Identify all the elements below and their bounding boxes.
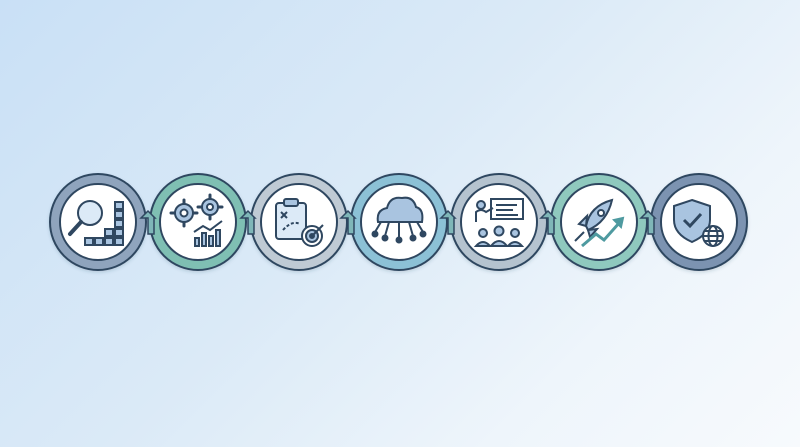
- connector-arrow-5: [539, 209, 557, 235]
- connector-arrow-4: [439, 209, 457, 235]
- connector-arrow-3: [339, 209, 357, 235]
- magnifier-data-icon: [68, 200, 124, 246]
- step-4: [350, 173, 448, 271]
- step-3: [250, 173, 348, 271]
- security-globe-icon: [673, 198, 724, 247]
- step-6: [550, 173, 648, 271]
- gears-analytics-icon: [169, 193, 224, 247]
- connector-arrow-1: [139, 209, 157, 235]
- presentation-team-icon: [473, 198, 525, 247]
- connector-arrow-6: [639, 209, 657, 235]
- connectors: [139, 209, 657, 235]
- step-5: [450, 173, 548, 271]
- connector-arrow-2: [239, 209, 257, 235]
- strategy-target-icon: [275, 198, 324, 247]
- rocket-growth-icon: [574, 198, 625, 248]
- step-1: [49, 173, 147, 271]
- cloud-network-icon: [371, 196, 427, 244]
- step-7: [650, 173, 748, 271]
- step-2: [149, 173, 247, 271]
